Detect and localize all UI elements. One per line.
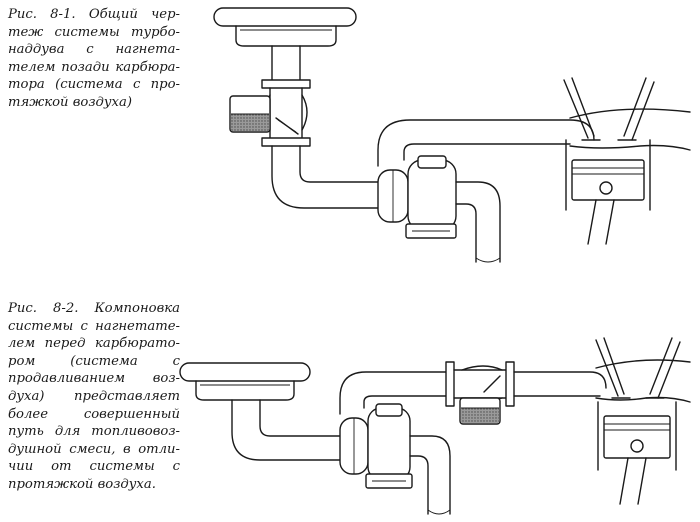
caption-line: телем позади карбюра- bbox=[8, 59, 180, 75]
caption-line: Рис. 8-1. Общий чер- bbox=[8, 7, 180, 22]
caption-line: тора (система с про- bbox=[8, 77, 180, 93]
caption-line: путь для топливовоз- bbox=[8, 424, 180, 440]
engine-cylinder bbox=[595, 337, 691, 505]
figure-2-caption: Рис. 8-2. Компоновка системы с нагнетате… bbox=[8, 300, 180, 494]
air-filter bbox=[213, 7, 357, 47]
float-chamber bbox=[459, 397, 501, 425]
turbocharger bbox=[377, 155, 457, 239]
pipe-carb-to-compressor bbox=[271, 145, 379, 209]
caption-line: теж системы турбо- bbox=[8, 24, 180, 40]
caption-line: чии от системы с bbox=[8, 459, 180, 475]
turbocharger bbox=[339, 403, 413, 489]
caption-line: Рис. 8-2. Компоновка bbox=[8, 301, 180, 316]
caption-line: более совершенный bbox=[8, 406, 180, 422]
caption-line: ром (система с bbox=[8, 353, 180, 369]
caption-line: наддува с нагнета- bbox=[8, 42, 180, 58]
caption-line: продавливанием воз- bbox=[8, 371, 180, 387]
intake-manifold bbox=[513, 371, 607, 397]
figure-1-drawing bbox=[213, 7, 691, 263]
intake-pipe-vertical bbox=[271, 45, 301, 81]
caption-line: душной смеси, в отли- bbox=[8, 441, 180, 457]
caption-line: духа) представляет bbox=[8, 388, 180, 404]
caption-line: системы с нагнетате- bbox=[8, 318, 180, 334]
air-filter bbox=[179, 362, 311, 401]
pressure-pipe bbox=[377, 119, 595, 167]
caption-line: тяжкой воздуха) bbox=[8, 94, 132, 110]
caption-line: лем перед карбюрато- bbox=[8, 336, 180, 352]
pipe-filter-to-compressor bbox=[231, 399, 341, 461]
caption-line: протяжкой воздуха. bbox=[8, 476, 156, 492]
exhaust-pipe bbox=[455, 181, 501, 263]
exhaust-pipe bbox=[409, 435, 451, 515]
figure-1-caption: Рис. 8-1. Общий чер- теж системы турбо- … bbox=[8, 6, 180, 112]
figure-2-drawing bbox=[179, 337, 691, 515]
float-chamber bbox=[229, 95, 271, 133]
pressure-pipe bbox=[339, 371, 447, 415]
engine-cylinder bbox=[563, 77, 691, 245]
